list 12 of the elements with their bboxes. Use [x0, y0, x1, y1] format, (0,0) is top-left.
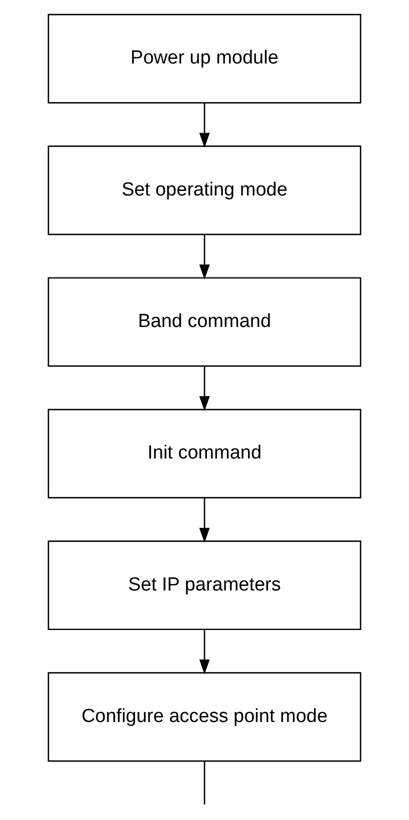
- arrow: [199, 498, 210, 543]
- node-box: Set operating mode: [48, 146, 362, 236]
- arrow: [199, 102, 210, 148]
- node-box: Power up module: [48, 14, 362, 104]
- arrow: [199, 630, 210, 674]
- arrow: [199, 366, 210, 412]
- arrow: [199, 234, 210, 280]
- node-box: Set IP parameters: [48, 540, 362, 630]
- connector: [204, 761, 206, 804]
- node-box: Configure access point mode: [48, 672, 362, 762]
- node-box: Init command: [48, 408, 362, 498]
- node-box: Band command: [48, 277, 362, 367]
